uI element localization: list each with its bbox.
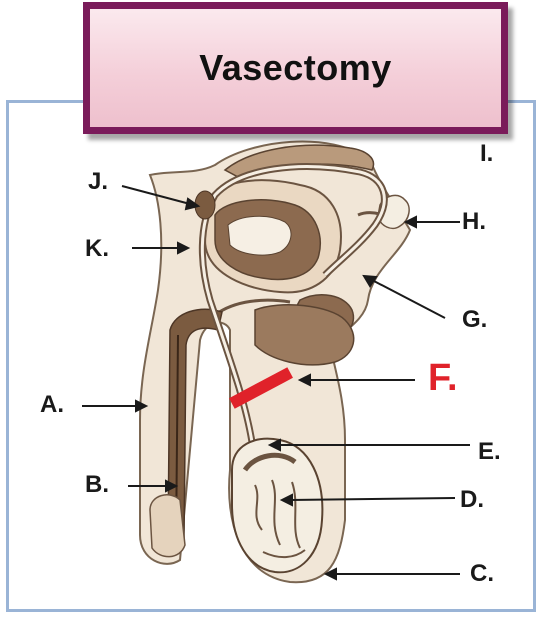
title-box: Vasectomy (83, 2, 508, 134)
arrow-g (372, 280, 445, 318)
label-i: I. (480, 140, 493, 168)
page-title: Vasectomy (199, 47, 392, 89)
label-c: C. (470, 560, 494, 588)
label-b: B. (85, 471, 109, 499)
label-a: A. (40, 391, 64, 419)
label-j: J. (88, 168, 108, 196)
label-g: G. (462, 306, 487, 334)
label-d: D. (460, 486, 484, 514)
label-e: E. (478, 438, 501, 466)
testis (232, 439, 322, 573)
label-h: H. (462, 208, 486, 236)
label-k: K. (85, 235, 109, 263)
label-f: F. (428, 357, 458, 400)
glans (150, 495, 185, 557)
bladder-lumen (228, 216, 291, 255)
